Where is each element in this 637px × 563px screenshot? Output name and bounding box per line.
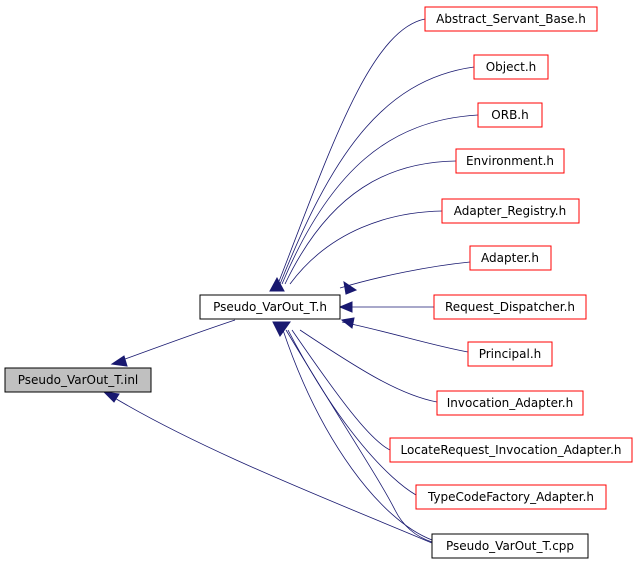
edge-header-to-adapter-registry [289,210,443,285]
node-orb[interactable]: ORB.h [477,102,543,128]
edge-header-to-orb [281,114,479,285]
arrowhead-request-dispatcher [338,301,353,313]
arrowhead-cluster-top [269,276,285,292]
node-abstract-servant-base[interactable]: Abstract_Servant_Base.h [424,6,598,32]
node-label: Invocation_Adapter.h [447,396,573,410]
node-label: Adapter.h [481,251,539,265]
arrowhead-adapter [343,280,358,295]
node-adapter[interactable]: Adapter.h [469,245,552,271]
node-label: Pseudo_VarOut_T.h [213,300,327,314]
node-pseudo-varout-header[interactable]: Pseudo_VarOut_T.h [199,294,341,320]
edge-header-to-object [279,66,475,285]
node-label: Request_Dispatcher.h [445,300,575,314]
node-object[interactable]: Object.h [473,54,549,80]
edge-header-to-cpp-outer [285,329,433,543]
node-label: TypeCodeFactory_Adapter.h [427,490,594,504]
node-label: Pseudo_VarOut_T.cpp [446,539,574,553]
node-locate-request-invocation-adapter[interactable]: LocateRequest_Invocation_Adapter.h [389,437,633,463]
node-adapter-registry[interactable]: Adapter_Registry.h [441,198,580,224]
edge-header-to-environment [284,160,457,285]
edge-header-to-invocation-adapter [299,329,438,403]
node-request-dispatcher[interactable]: Request_Dispatcher.h [433,294,587,320]
node-invocation-adapter[interactable]: Invocation_Adapter.h [436,390,584,416]
arrowhead-inl-from-cpp [102,391,120,403]
edge-header-to-abstract-servant-base [277,18,426,285]
edge-header-to-locate-request [291,329,391,451]
node-principal[interactable]: Principal.h [467,341,553,367]
arrowhead-inl-from-header [110,355,128,367]
arrowhead-principal [340,317,355,329]
node-environment[interactable]: Environment.h [455,148,565,174]
node-label: Abstract_Servant_Base.h [436,12,586,26]
node-label: LocateRequest_Invocation_Adapter.h [400,443,621,457]
edge-cpp-to-inl [107,393,433,544]
node-label: Pseudo_VarOut_T.inl [18,373,139,387]
node-label: Environment.h [466,154,554,168]
arrowhead-cluster-bottom [272,321,291,337]
edge-header-to-principal [341,321,469,353]
arrowheads [102,276,358,403]
node-typecode-factory-adapter[interactable]: TypeCodeFactory_Adapter.h [415,484,607,510]
node-pseudo-varout-inl[interactable]: Pseudo_VarOut_T.inl [4,367,152,393]
node-label: ORB.h [491,108,528,122]
node-label: Adapter_Registry.h [454,204,566,218]
node-pseudo-varout-cpp[interactable]: Pseudo_VarOut_T.cpp [431,533,589,559]
edge-header-to-cpp-inner [282,329,433,541]
node-label: Principal.h [479,347,542,361]
edge-header-to-adapter [339,261,471,289]
edges [107,18,479,544]
edge-header-to-inl [116,319,236,363]
node-label: Object.h [486,60,537,74]
